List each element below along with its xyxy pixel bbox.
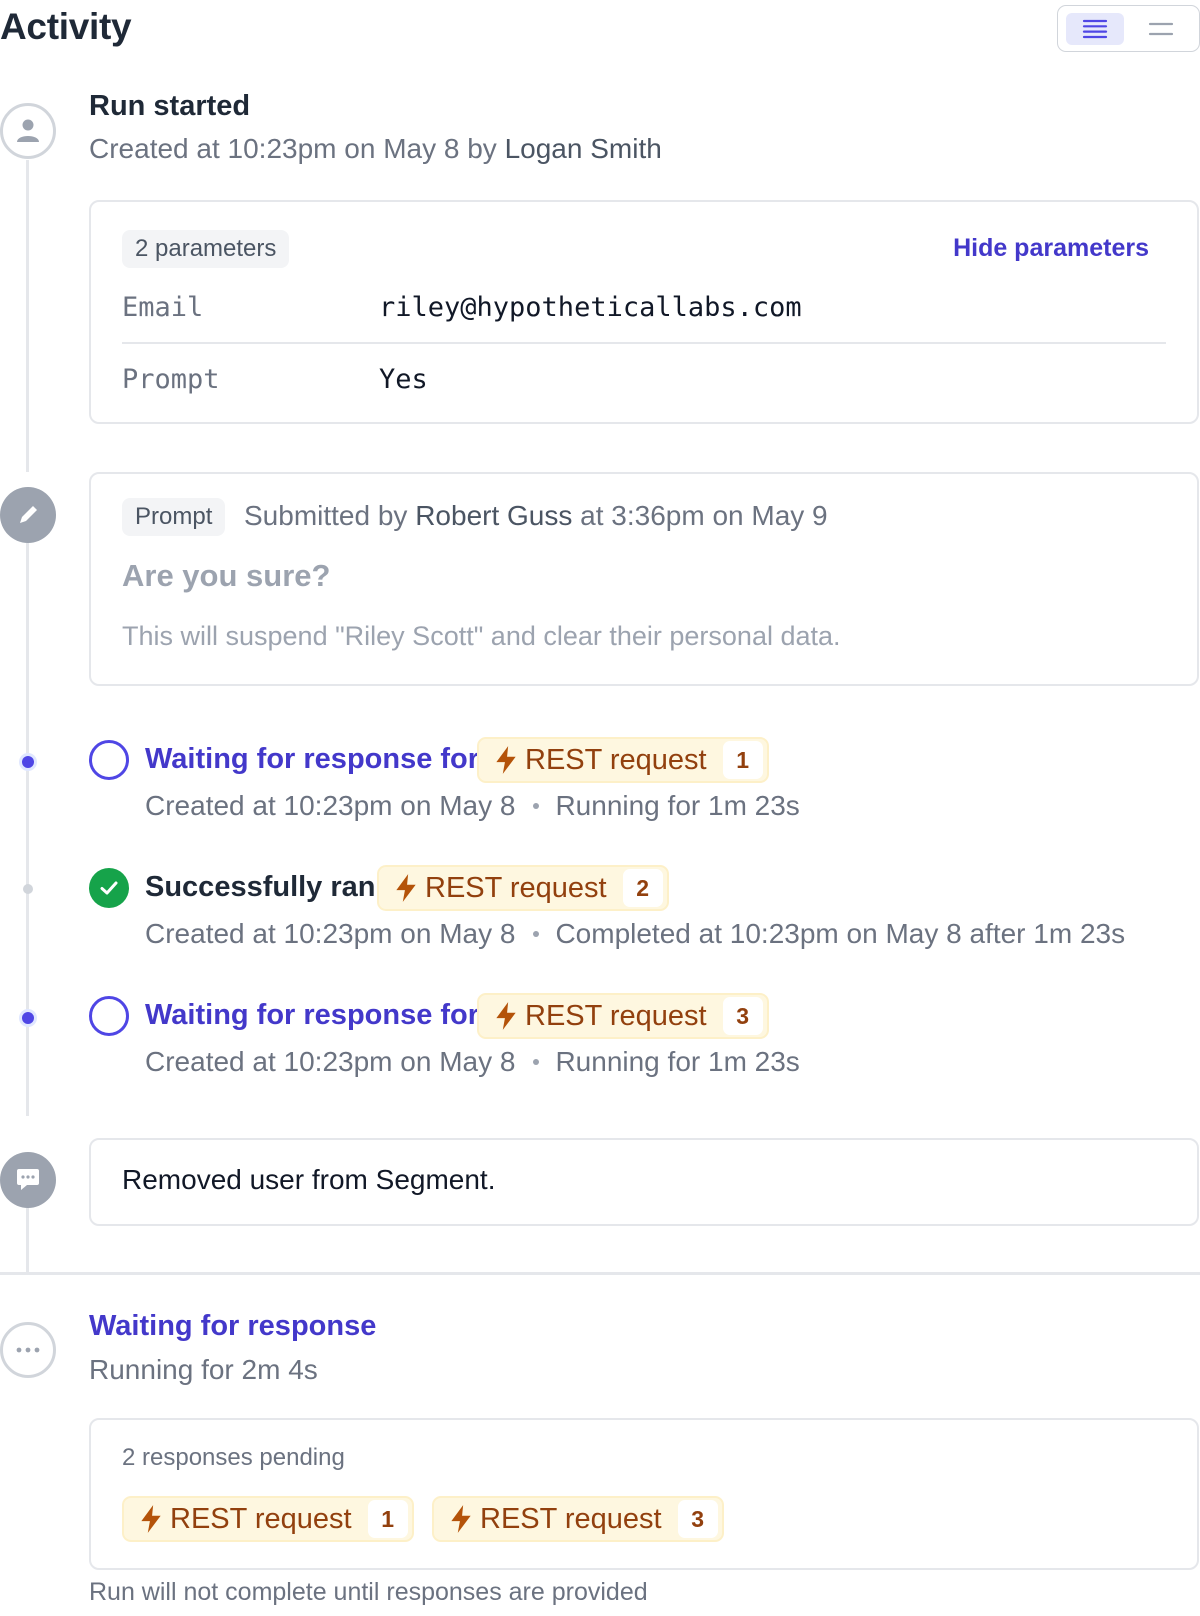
parameter-value: Yes	[379, 364, 428, 395]
waiting-title: Waiting for response	[89, 1310, 377, 1342]
timeline-line	[26, 532, 29, 1116]
page-title: Activity	[0, 6, 132, 47]
step-created: Created at 10:23pm on May 8	[145, 918, 516, 949]
completion-note: Run will not complete until responses ar…	[89, 1578, 648, 1606]
lightning-icon	[451, 1505, 471, 1533]
rest-request-number: 3	[722, 997, 763, 1035]
rest-request-chip[interactable]: REST request 3	[477, 993, 769, 1039]
prompt-submitted-prefix: Submitted by	[244, 500, 408, 531]
separator-dot	[533, 930, 540, 937]
rest-request-number: 2	[622, 869, 663, 907]
user-avatar-icon	[0, 103, 56, 159]
run-created-meta: Created at 10:23pm on May 8 by Logan Smi…	[89, 133, 662, 165]
waiting-running-for: Running for 2m 4s	[89, 1354, 318, 1385]
timeline-dot	[23, 884, 33, 894]
step-created: Created at 10:23pm on May 8	[145, 790, 516, 821]
lightning-icon	[141, 1505, 161, 1533]
comment-text: Removed user from Segment.	[122, 1164, 496, 1195]
prompt-description: This will suspend "Riley Scott" and clea…	[122, 621, 841, 651]
timeline-dot	[22, 756, 34, 768]
separator-dot	[533, 802, 540, 809]
separator-dot	[533, 1058, 540, 1065]
rest-request-chip[interactable]: REST request 2	[377, 865, 669, 911]
rest-request-label: REST request	[525, 999, 707, 1032]
hide-parameters-link[interactable]: Hide parameters	[953, 234, 1149, 262]
step-label: Waiting for response for	[145, 999, 480, 1031]
view-toggle	[1057, 5, 1200, 52]
step-created: Created at 10:23pm on May 8	[145, 1046, 516, 1077]
prompt-submitted-meta: Submitted by Robert Guss at 3:36pm on Ma…	[244, 500, 828, 532]
pencil-icon	[0, 487, 56, 543]
step-detail: Running for 1m 23s	[555, 1046, 800, 1077]
run-created-prefix: Created at 10:23pm on May 8 by	[89, 133, 497, 164]
list-view-button[interactable]	[1066, 13, 1124, 45]
pending-responses-card: 2 responses pending REST request 1 REST …	[89, 1418, 1199, 1570]
run-created-by: Logan Smith	[504, 133, 662, 164]
run-started-title: Run started	[89, 90, 251, 122]
prompt-tag: Prompt	[122, 498, 226, 536]
lightning-icon	[396, 874, 416, 902]
more-ellipsis-icon	[0, 1322, 56, 1378]
compact-view-button[interactable]	[1132, 13, 1190, 45]
timeline-line	[26, 1176, 29, 1272]
parameter-value: riley@hypotheticallabs.com	[379, 292, 802, 323]
rest-request-chip[interactable]: REST request 1	[122, 1496, 414, 1542]
parameter-row: Email riley@hypotheticallabs.com	[122, 274, 1166, 344]
step-detail: Running for 1m 23s	[555, 790, 800, 821]
parameters-card: 2 parameters Hide parameters Email riley…	[89, 200, 1199, 424]
compact-view-icon	[1148, 22, 1174, 36]
step-label: Successfully ran	[145, 871, 376, 903]
rest-request-chip[interactable]: REST request 3	[432, 1496, 724, 1542]
lightning-icon	[496, 746, 516, 774]
parameter-divider	[122, 342, 1166, 344]
rest-request-label: REST request	[425, 871, 607, 904]
parameter-key: Prompt	[122, 364, 220, 395]
prompt-submitted-by: Robert Guss	[415, 500, 573, 531]
rest-request-number: 3	[677, 1500, 718, 1538]
pending-status-icon	[89, 740, 129, 780]
step-meta: Created at 10:23pm on May 8 Running for 1…	[145, 790, 800, 822]
rest-request-label: REST request	[525, 743, 707, 776]
rest-request-label: REST request	[480, 1502, 662, 1535]
prompt-submitted-suffix: at 3:36pm on May 9	[580, 500, 828, 531]
list-view-icon	[1082, 19, 1108, 39]
prompt-card: Prompt Submitted by Robert Guss at 3:36p…	[89, 472, 1199, 686]
pending-count-label: 2 responses pending	[122, 1444, 345, 1471]
step-meta: Created at 10:23pm on May 8 Running for 1…	[145, 1046, 800, 1078]
comment-icon	[0, 1152, 56, 1208]
pending-status-icon	[89, 996, 129, 1036]
parameter-row: Prompt Yes	[122, 346, 1166, 416]
prompt-question: Are you sure?	[122, 558, 331, 593]
parameters-count-badge: 2 parameters	[122, 230, 290, 268]
parameter-key: Email	[122, 292, 204, 323]
timeline-dot	[22, 1012, 34, 1024]
section-divider	[0, 1272, 1200, 1275]
step-label: Waiting for response for	[145, 743, 480, 775]
rest-request-number: 1	[722, 741, 763, 779]
step-meta: Created at 10:23pm on May 8 Completed at …	[145, 918, 1125, 950]
lightning-icon	[496, 1002, 516, 1030]
rest-request-chip[interactable]: REST request 1	[477, 737, 769, 783]
rest-request-number: 1	[367, 1500, 408, 1538]
rest-request-label: REST request	[170, 1502, 352, 1535]
success-check-icon	[89, 868, 129, 908]
comment-card: Removed user from Segment.	[89, 1138, 1199, 1226]
timeline-line	[26, 160, 29, 472]
step-detail: Completed at 10:23pm on May 8 after 1m 2…	[555, 918, 1126, 949]
